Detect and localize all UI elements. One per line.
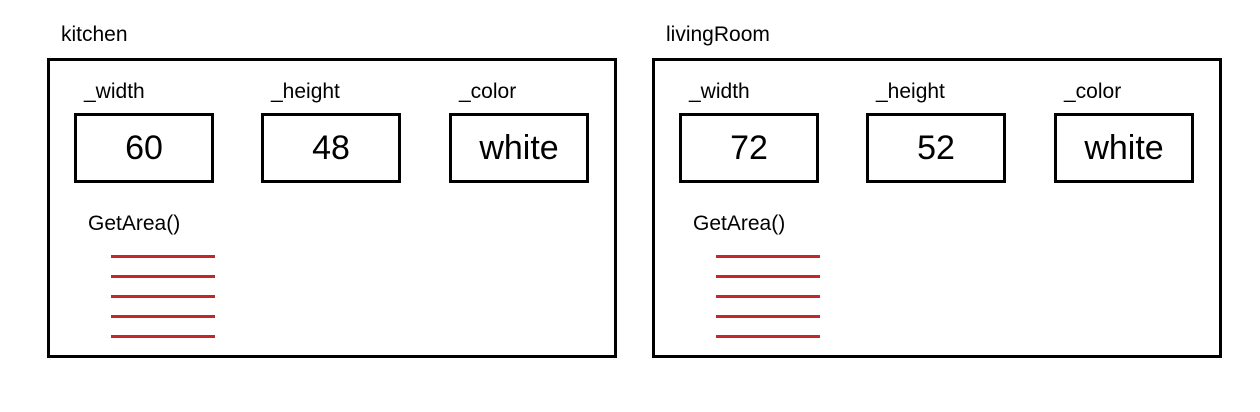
object-box: _width 72 _height 52 _color white GetAre…	[652, 58, 1222, 358]
field-label: _color	[1064, 80, 1122, 103]
method-name: GetArea()	[693, 212, 786, 235]
field-label: _width	[84, 80, 145, 103]
object-name: livingRoom	[666, 23, 770, 46]
field-value: 48	[261, 113, 401, 183]
object-kitchen: kitchen _width 60 _height 48 _color whit…	[47, 22, 621, 362]
method-code-line	[716, 295, 820, 298]
method-code-line	[111, 275, 215, 278]
field-label: _height	[876, 80, 945, 103]
method-name: GetArea()	[88, 212, 181, 235]
field-value: 52	[866, 113, 1006, 183]
method-code-line	[716, 335, 820, 338]
field-label: _color	[459, 80, 517, 103]
object-name: kitchen	[61, 23, 128, 46]
method-code-line	[716, 255, 820, 258]
method-code-line	[716, 315, 820, 318]
method-code-line	[111, 255, 215, 258]
field-value: white	[449, 113, 589, 183]
field-label: _width	[689, 80, 750, 103]
field-label: _height	[271, 80, 340, 103]
field-value: white	[1054, 113, 1194, 183]
method-body	[111, 255, 215, 355]
object-livingroom: livingRoom _width 72 _height 52 _color w…	[652, 22, 1226, 362]
method-code-line	[111, 315, 215, 318]
field-value: 72	[679, 113, 819, 183]
method-code-line	[716, 275, 820, 278]
object-box: _width 60 _height 48 _color white GetAre…	[47, 58, 617, 358]
method-code-line	[111, 335, 215, 338]
field-value: 60	[74, 113, 214, 183]
method-code-line	[111, 295, 215, 298]
method-body	[716, 255, 820, 355]
